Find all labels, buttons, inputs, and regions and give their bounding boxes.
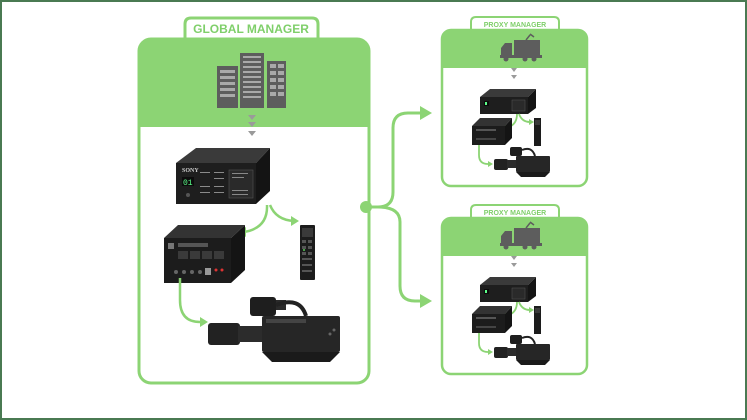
distribution-connector: [360, 106, 432, 308]
proxy-manager-tab: [470, 204, 560, 219]
broadcast-camera-device: [494, 147, 550, 177]
truck-icon: [500, 221, 542, 250]
arrow-to-proxy-2: [420, 294, 432, 308]
control-network-adapter-device: [480, 89, 536, 114]
remote-control-panel-device: [534, 118, 541, 146]
proxy-manager-panel: PROXY MANAGER: [440, 16, 589, 188]
global-manager-label: GLOBAL MANAGER: [193, 22, 309, 36]
proxy-manager-label: PROXY MANAGER: [484, 22, 547, 29]
arrow-to-proxy-1: [420, 106, 432, 120]
channel-display: 01: [183, 179, 193, 188]
global-manager-panel: GLOBAL MANAGER: [137, 16, 371, 385]
remote-control-panel-device: [300, 225, 315, 280]
control-network-adapter-device: [480, 277, 536, 302]
truck-icon: [500, 33, 542, 62]
down-arrows-icon: [248, 115, 256, 136]
control-network-adapter-device: SONY 01: [176, 148, 270, 204]
arrow-to-camera-unit: [243, 204, 269, 234]
down-arrows-icon: [511, 256, 517, 267]
camera-control-unit-device: [472, 118, 512, 145]
proxy-manager-tab: [470, 16, 560, 31]
broadcast-camera-device: [494, 335, 550, 365]
camera-control-unit-device: [472, 306, 512, 333]
arrow-to-camera: [178, 278, 201, 324]
buildings-icon: [217, 53, 286, 108]
remote-control-panel-device: [534, 306, 541, 334]
sony-logo: SONY: [182, 168, 199, 174]
proxy-manager-label: PROXY MANAGER: [484, 210, 547, 217]
broadcast-camera-device: [208, 297, 340, 362]
camera-control-unit-device: [164, 225, 245, 283]
proxy-manager-panel: PROXY MANAGER: [440, 204, 589, 376]
down-arrows-icon: [511, 68, 517, 79]
global-manager-tab: [183, 16, 320, 40]
